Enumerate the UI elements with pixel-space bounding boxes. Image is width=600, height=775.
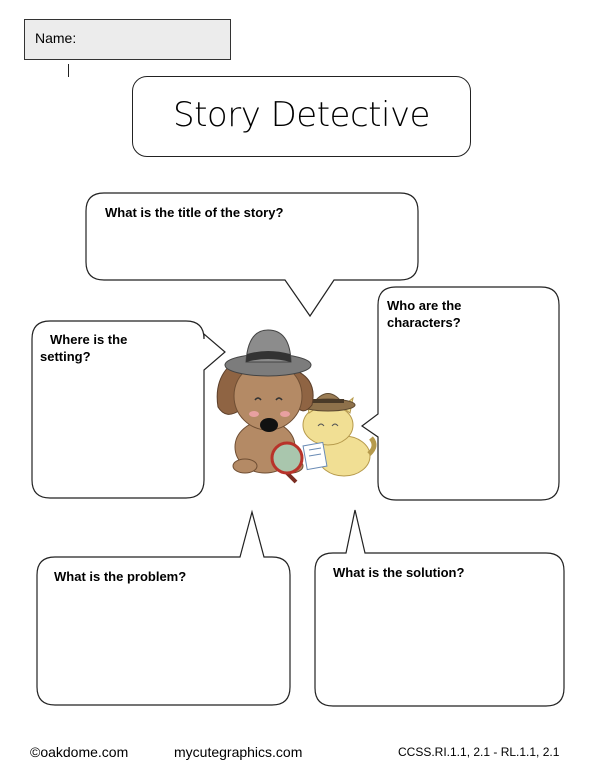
title-bubble	[85, 192, 419, 318]
name-field[interactable]: Name:	[24, 19, 231, 60]
footer-graphics-credit: mycutegraphics.com	[174, 744, 303, 760]
setting-bubble	[31, 320, 226, 499]
problem-question: What is the problem?	[54, 569, 187, 584]
text-cursor	[68, 64, 69, 77]
characters-question: Who are the characters?	[387, 298, 462, 330]
footer-standards: CCSS.RI.1.1, 2.1 - RL.1.1, 2.1	[398, 745, 560, 759]
title-question: What is the title of the story?	[105, 205, 284, 220]
name-label: Name:	[35, 30, 77, 46]
detective-dog-and-cat-icon	[216, 329, 377, 484]
setting-question: Where is the setting?	[40, 332, 128, 364]
solution-bubble	[314, 509, 565, 707]
problem-bubble	[36, 509, 291, 706]
footer-copyright: ©oakdome.com	[30, 744, 129, 760]
title-banner: Story Detective	[132, 76, 471, 157]
page-title: Story Detective	[173, 95, 430, 135]
solution-question: What is the solution?	[333, 565, 465, 580]
characters-bubble	[360, 286, 560, 501]
